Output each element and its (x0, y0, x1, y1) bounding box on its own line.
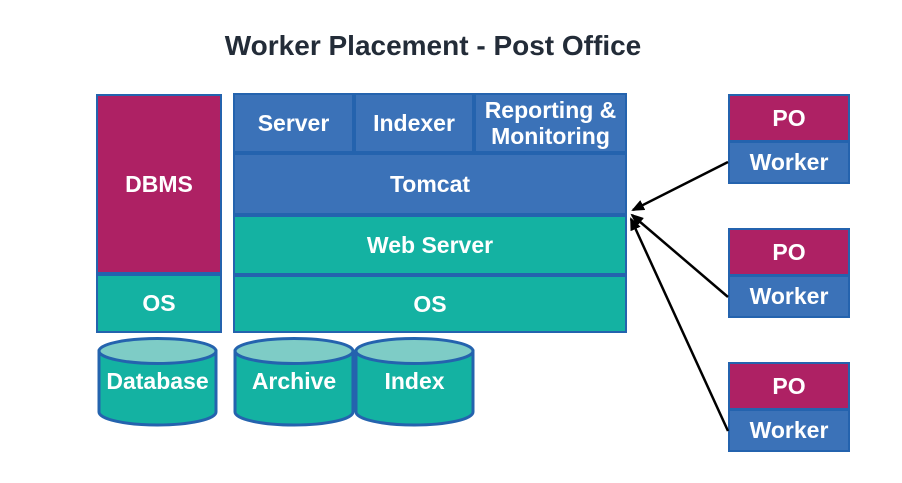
index-cylinder-icon (354, 337, 475, 427)
server-box: Server (233, 93, 354, 153)
archive-label: Archive (251, 368, 337, 394)
index-label: Index (384, 368, 445, 394)
dbms-box: DBMS (96, 94, 222, 274)
reporting-monitoring-label: Reporting & Monitoring (484, 96, 617, 149)
db-os-label: OS (142, 290, 176, 317)
web-server-box: Web Server (233, 215, 627, 275)
indexer-label: Indexer (373, 109, 455, 136)
indexer-box: Indexer (354, 93, 474, 153)
po-worker-unit-2: PO Worker (728, 228, 850, 318)
worker-box: Worker (730, 411, 848, 450)
archive-cylinder-icon (233, 337, 355, 427)
worker-label: Worker (749, 149, 829, 175)
worker-box: Worker (730, 277, 848, 316)
po-label: PO (772, 372, 806, 399)
app-os-label: OS (413, 290, 447, 317)
tomcat-label: Tomcat (389, 170, 471, 197)
po-box: PO (730, 96, 848, 140)
diagram-title: Worker Placement - Post Office (224, 30, 642, 61)
web-server-label: Web Server (366, 231, 494, 258)
po-box: PO (730, 230, 848, 274)
po-worker-unit-1: PO Worker (728, 94, 850, 184)
db-os-box: OS (96, 274, 222, 333)
connector-arrow-2-icon (630, 213, 729, 298)
connector-arrow-1-icon (631, 160, 729, 212)
dbms-label: DBMS (125, 170, 193, 197)
worker-box: Worker (730, 143, 848, 182)
database-label: Database (106, 368, 209, 394)
app-os-box: OS (233, 275, 627, 333)
server-label: Server (257, 109, 330, 136)
worker-label: Worker (749, 283, 829, 309)
po-worker-unit-3: PO Worker (728, 362, 850, 452)
po-label: PO (772, 104, 806, 131)
index-cylinder: Index (354, 336, 475, 428)
database-cylinder-icon (97, 337, 218, 427)
tomcat-box: Tomcat (233, 153, 627, 215)
connector-arrow-3-icon (629, 217, 730, 432)
archive-cylinder: Archive (233, 336, 355, 428)
database-cylinder: Database (97, 336, 218, 428)
po-box: PO (730, 364, 848, 408)
po-label: PO (772, 238, 806, 265)
reporting-monitoring-box: Reporting & Monitoring (474, 93, 627, 153)
worker-label: Worker (749, 417, 829, 443)
